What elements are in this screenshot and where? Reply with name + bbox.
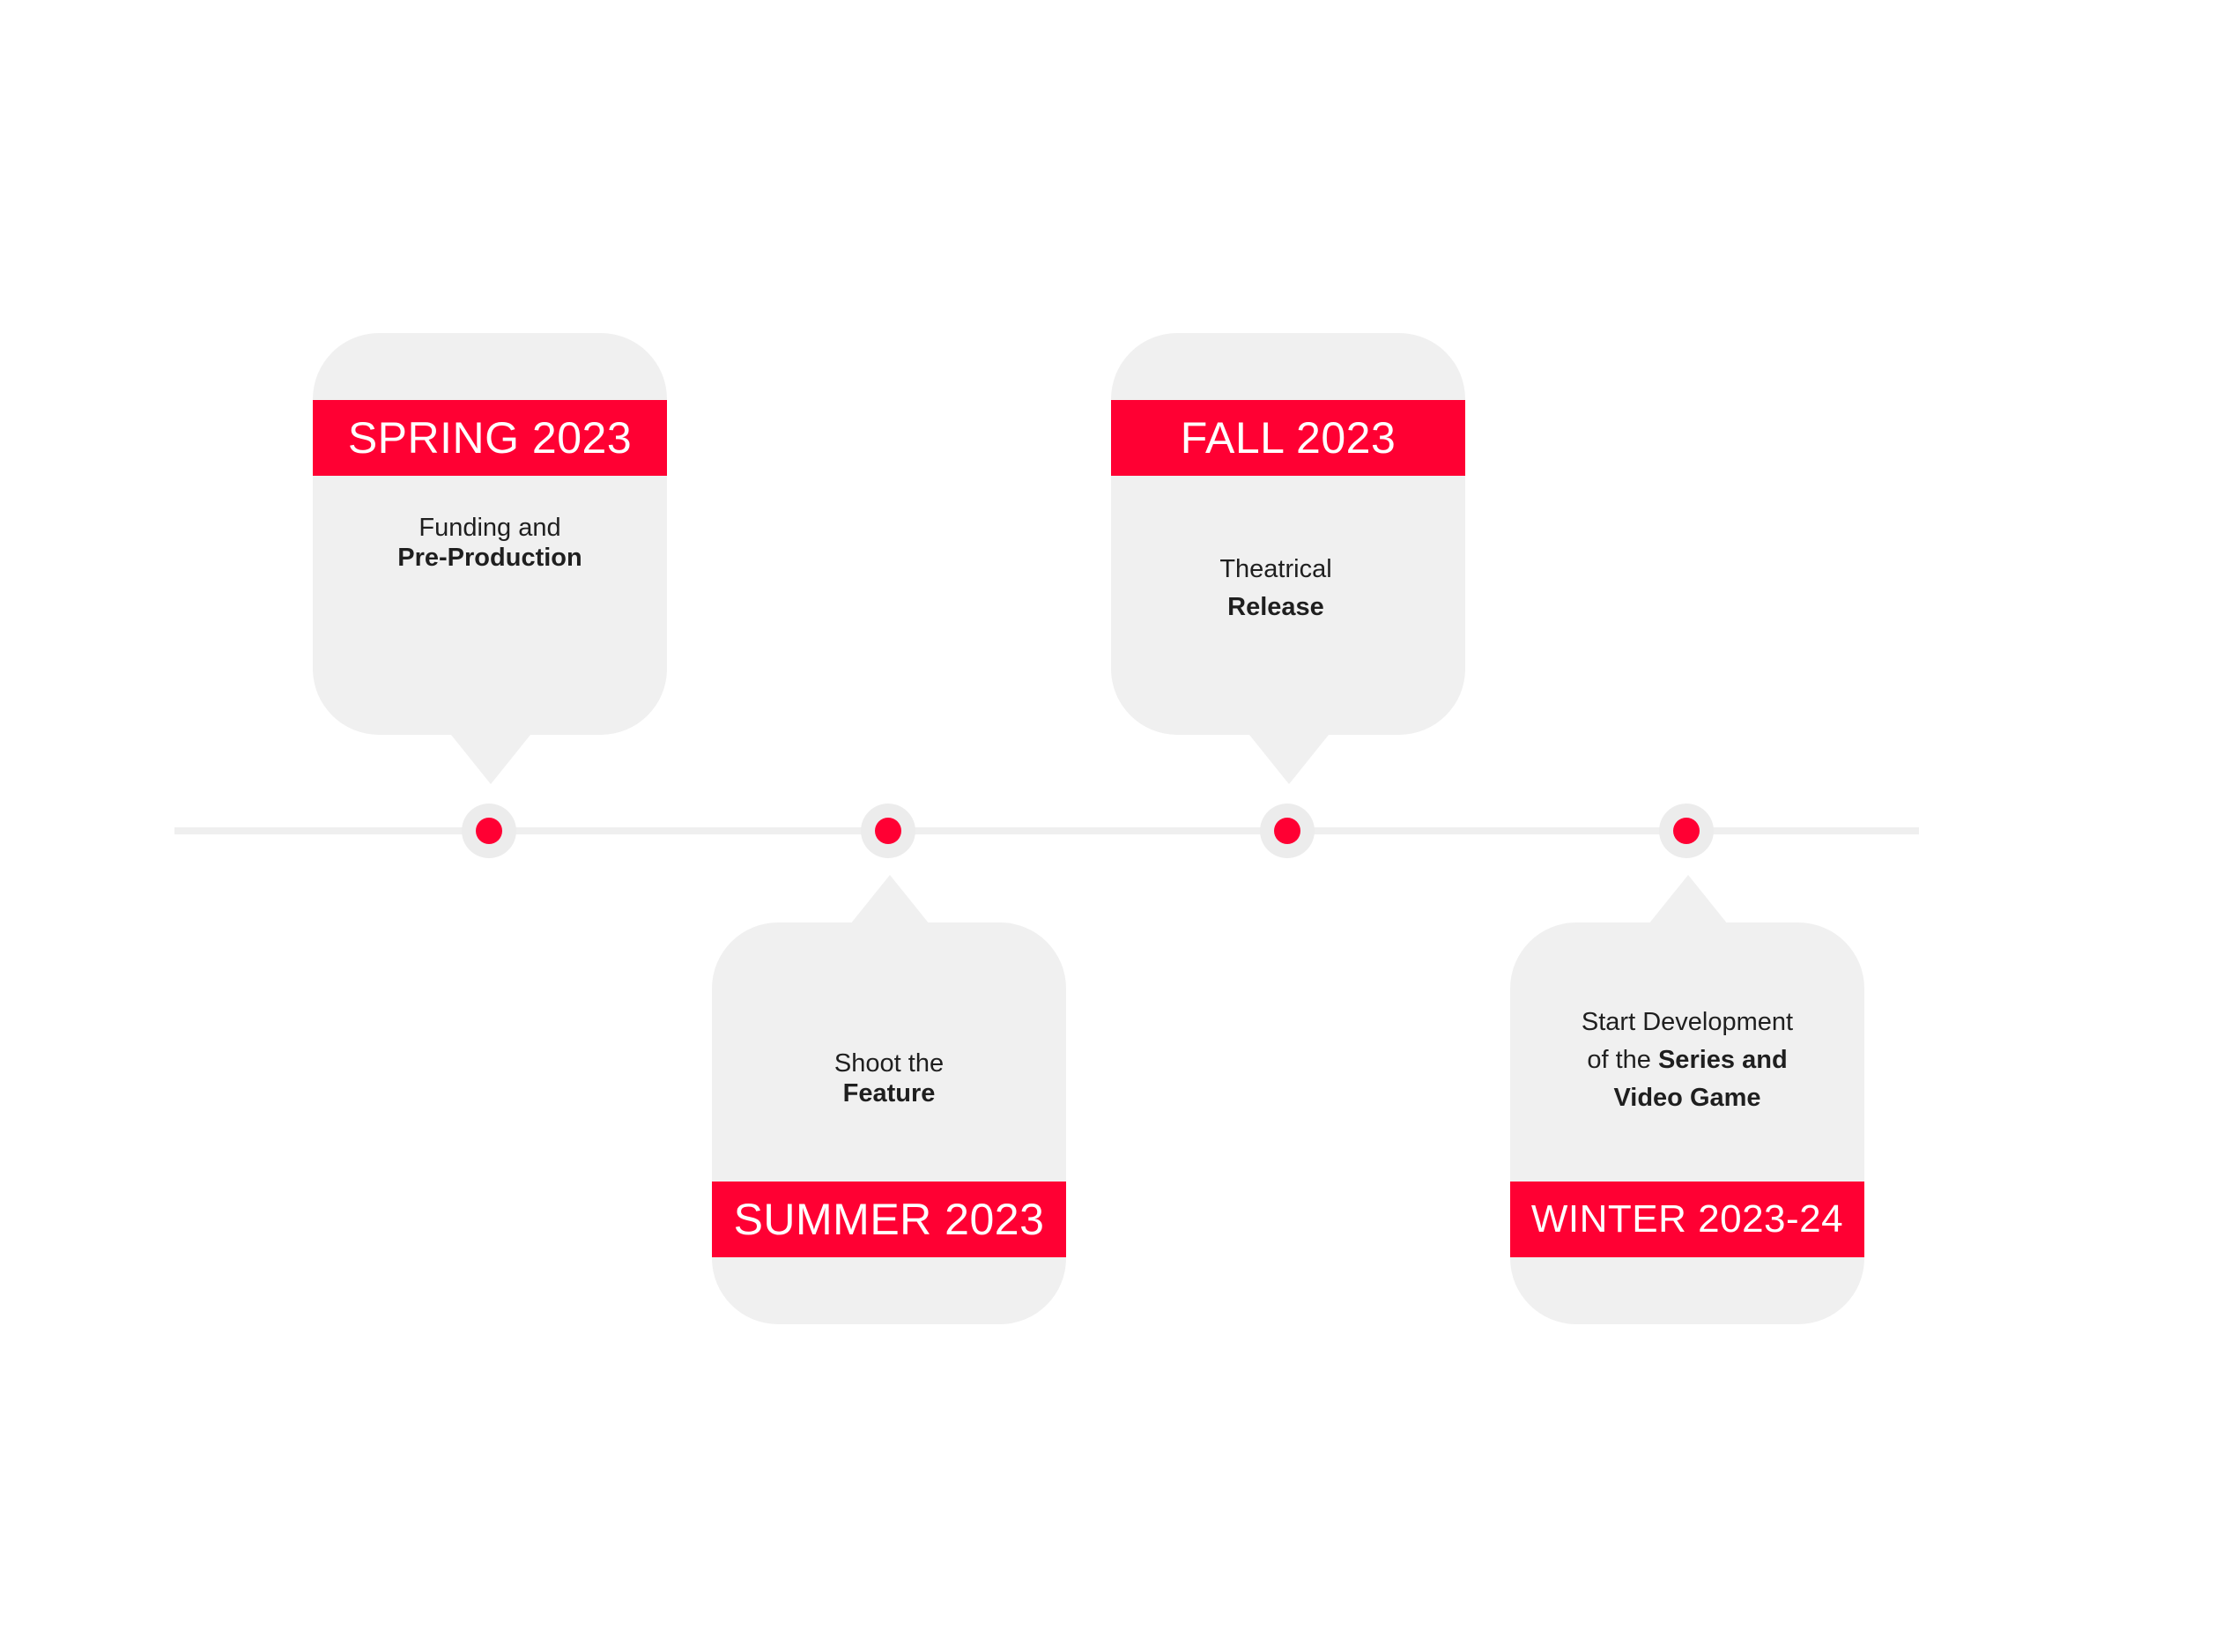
milestone-description: Start Development of the Series and Vide… [1528,1004,1847,1117]
milestone-dot [875,818,901,844]
milestone-node-spring [462,804,516,858]
milestone-dot [476,818,502,844]
milestone-title: WINTER 2023-24 [1510,1182,1864,1257]
description-text-bold: Series and [1657,1046,1788,1074]
card-pointer [850,875,930,924]
description-line-bold: Video Game [1613,1084,1761,1112]
milestone-description: Theatrical Release [1116,551,1435,626]
description-line: Shoot the [833,1049,945,1078]
milestone-card-winter: Start Development of the Series and Vide… [1510,922,1864,1324]
milestone-node-winter [1659,804,1714,858]
milestone-card-spring: SPRING 2023 Funding and Pre-Production [313,333,667,735]
card-pointer [1249,735,1329,784]
milestone-dot [1673,818,1700,844]
milestone-node-fall [1260,804,1315,858]
milestone-title: SUMMER 2023 [712,1182,1066,1257]
description-line: of the Series and [1528,1041,1847,1079]
timeline-line [174,827,1919,834]
description-text: of the [1587,1046,1651,1074]
card-pointer [451,735,530,784]
milestone-description: Funding and Pre-Production [330,513,649,573]
milestone-dot [1274,818,1300,844]
description-line: Funding and [419,514,561,542]
card-pointer [1648,875,1728,924]
milestone-card-fall: FALL 2023 Theatrical Release [1111,333,1465,735]
description-line: Theatrical [1219,555,1332,583]
milestone-card-summer: Shoot the Feature SUMMER 2023 [712,922,1066,1324]
description-line: Start Development [1581,1008,1794,1036]
description-line-bold: Pre-Production [397,544,582,572]
milestone-title: SPRING 2023 [313,400,667,476]
milestone-description: Shoot the Feature [730,1048,1048,1108]
description-line-bold: Release [1227,593,1324,621]
milestone-title: FALL 2023 [1111,400,1465,476]
milestone-node-summer [861,804,915,858]
description-line-bold: Feature [842,1079,936,1108]
